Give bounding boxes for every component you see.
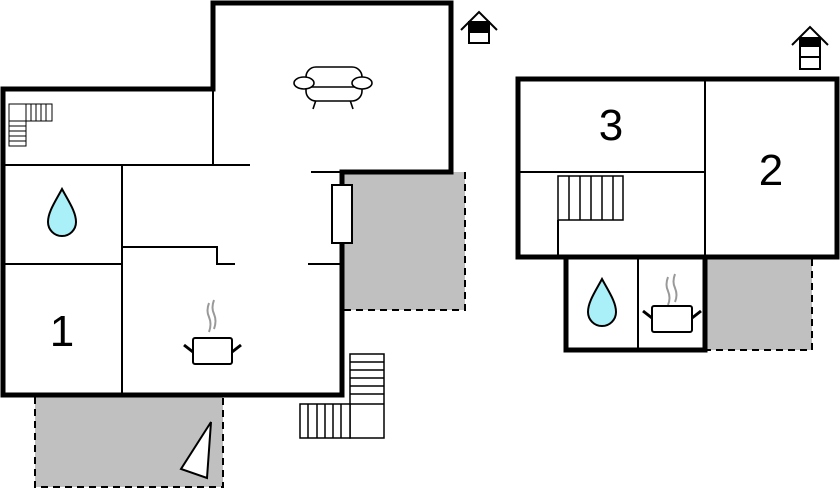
sunshade-icon — [179, 421, 212, 480]
upper-floor-walls — [515, 76, 840, 353]
floor-indicator-icon — [791, 25, 829, 70]
terrace-bottom — [34, 397, 224, 488]
window-icon — [331, 184, 353, 244]
stairs-icon — [557, 175, 624, 221]
water-drop-icon — [46, 186, 78, 237]
floor-indicator-icon — [460, 10, 498, 44]
stairs-icon — [8, 103, 53, 147]
ground-floor-walls — [0, 0, 454, 398]
room-label-2: 2 — [758, 146, 784, 195]
cooking-pot-icon — [183, 299, 242, 365]
room-label-3: 3 — [598, 101, 624, 150]
water-drop-icon — [586, 276, 618, 327]
terrace-upper — [707, 259, 813, 351]
sofa-icon — [293, 66, 373, 110]
stairs-icon — [299, 353, 385, 439]
cooking-pot-icon — [642, 273, 702, 333]
room-label-1: 1 — [49, 307, 75, 356]
terrace-right — [344, 172, 466, 311]
